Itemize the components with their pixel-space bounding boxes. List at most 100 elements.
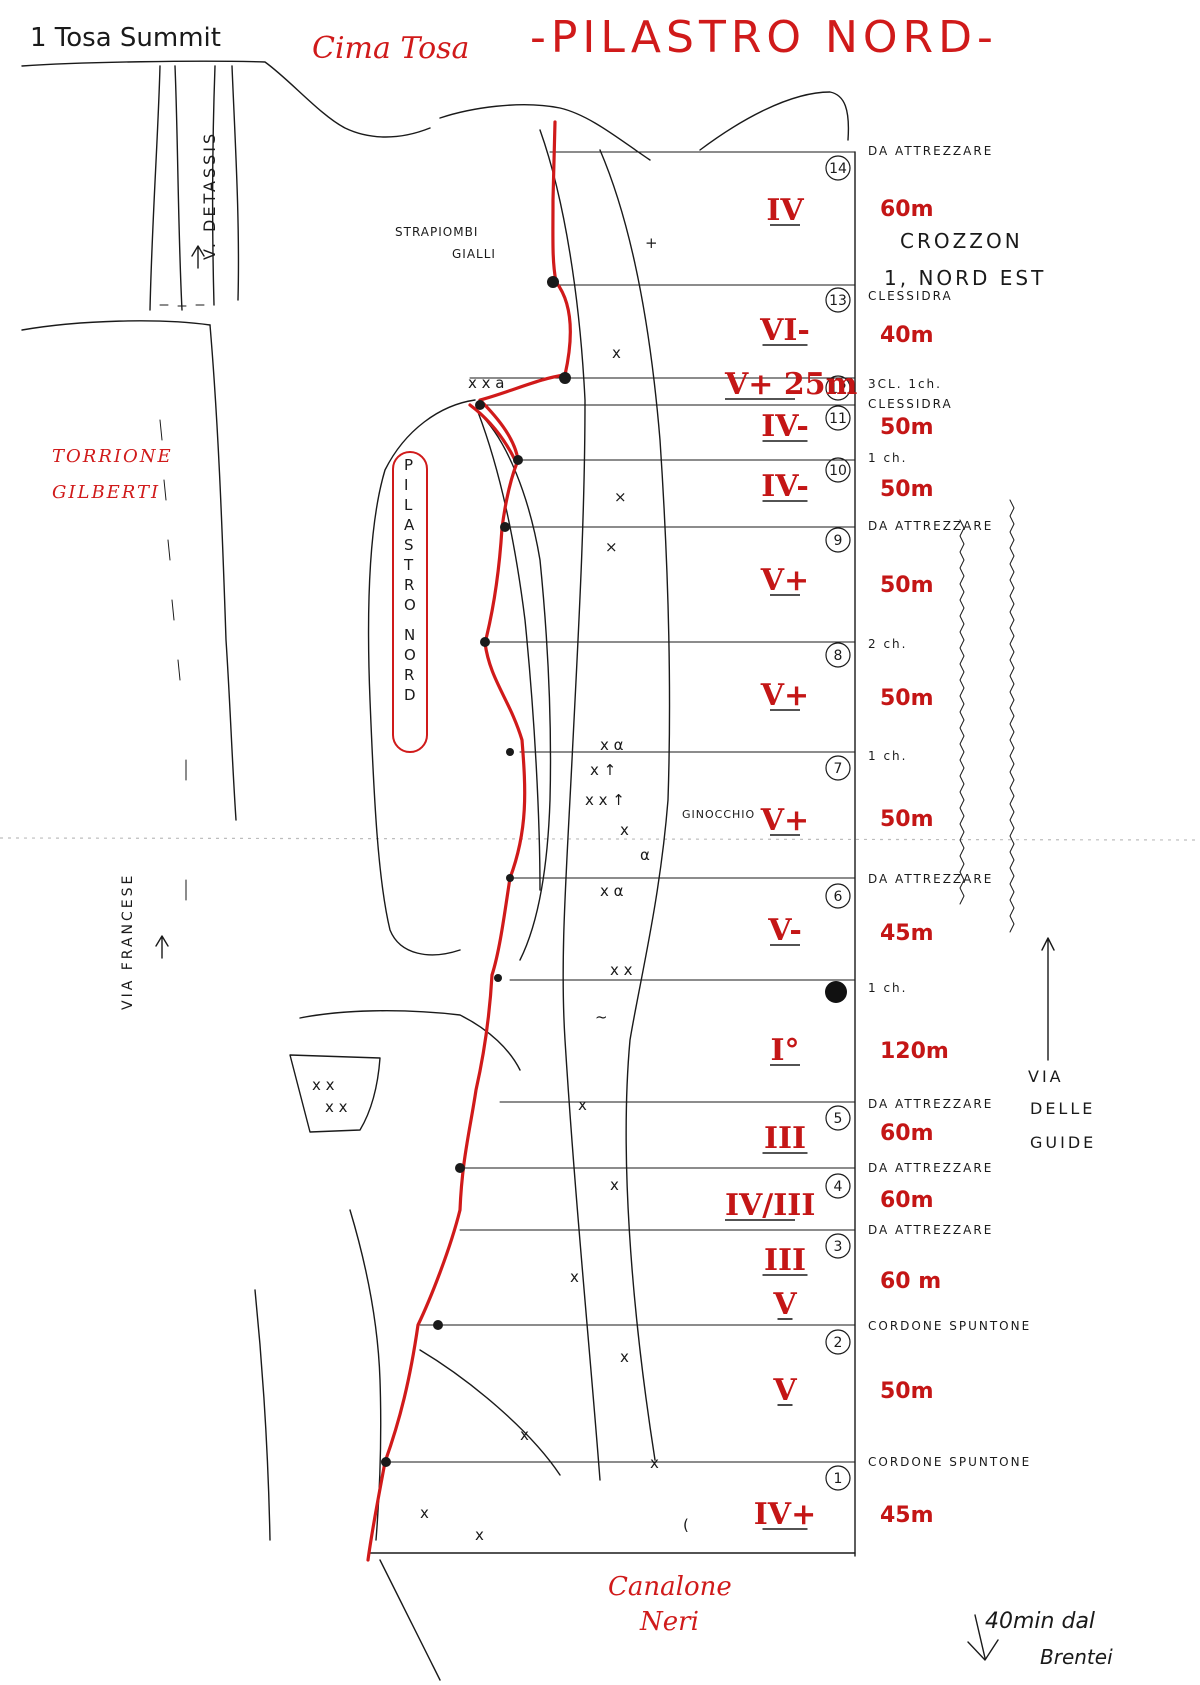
- pitch-number: 11: [829, 411, 847, 427]
- pitch-number-9: 9: [825, 527, 851, 553]
- snow-ledge-outline: [299, 1010, 521, 1071]
- pitch-number-circle: [825, 457, 851, 483]
- pitch-dividers: [384, 151, 856, 1463]
- pitch-number-7: 7: [825, 755, 851, 781]
- canalone-label-2: Neri: [639, 1607, 699, 1637]
- lower-left-wall: [349, 1209, 382, 1541]
- lower-rock-curve: [419, 1349, 561, 1476]
- pitch-number: 3: [834, 1239, 843, 1255]
- pitch-number-3: 3: [825, 1233, 851, 1259]
- via-francese-dashes: [159, 419, 187, 901]
- pitch-length: 50m: [880, 415, 934, 440]
- pitch-length: 60m: [880, 1188, 934, 1213]
- pilastro-outline-inner: [477, 411, 552, 961]
- route-line: [366, 120, 572, 1562]
- pitch-belay-note: DA ATTREZZARE: [868, 872, 993, 886]
- crozzon-summit-outline: [699, 91, 850, 151]
- pitch-number-circle: [825, 287, 851, 313]
- pitch-belay-note: CORDONE SPUNTONE: [868, 1455, 1031, 1469]
- terrain-mark: x x a: [468, 374, 504, 392]
- pitch-length: 60m: [880, 1121, 934, 1146]
- crozzon-label-2: 1, NORD EST: [884, 266, 1046, 290]
- left-wall-top: [21, 320, 211, 331]
- rock-block-marks-2: x x: [325, 1098, 348, 1116]
- pitch-belay-note: DA ATTREZZARE: [868, 1223, 993, 1237]
- pilastro-label-box: [392, 451, 428, 753]
- pitch-belay-note: DA ATTREZZARE: [868, 519, 993, 533]
- detassis-gully-right2: [231, 65, 240, 301]
- pitch-grade: III: [764, 1121, 806, 1156]
- route-pillar-traverse: [468, 403, 517, 462]
- pitch-length: 60m: [880, 197, 934, 222]
- via-francese-label: VIA FRANCESE: [120, 873, 136, 1010]
- lower-left-wall-2: [254, 1289, 271, 1541]
- pitch-belay-note: 3CL. 1ch.: [868, 377, 942, 391]
- pitch-number-circle: [825, 527, 851, 553]
- pitch-number-circle: [825, 375, 851, 401]
- belay-markers: [381, 276, 571, 1467]
- belay-dot: [475, 400, 485, 410]
- pitch-number-circle: [825, 755, 851, 781]
- terrain-mark: x ↑: [590, 761, 616, 779]
- pitch-grade: V: [772, 1287, 797, 1322]
- terrain-mark: ×: [605, 538, 618, 556]
- terrain-mark: x: [578, 1096, 587, 1114]
- summit-label: 1 Tosa Summit: [30, 23, 221, 53]
- belay-dot: [513, 455, 523, 465]
- terrain-mark: (: [683, 1516, 689, 1534]
- detassis-arrow: [191, 245, 205, 269]
- approach-label-1: 40min dal: [985, 1609, 1095, 1634]
- pitch-number: 12: [829, 381, 847, 397]
- pitch-marker-filled: [825, 981, 847, 1003]
- terrain-marks: + x × × x α x ↑ x x ↑ x α x α x x ~ x x …: [420, 234, 689, 1544]
- pitch-grade: V+: [760, 803, 809, 838]
- torrione-label-2: GILBERTI: [52, 482, 160, 503]
- central-gully-left: [539, 129, 601, 1481]
- pitch-number: 5: [834, 1111, 843, 1127]
- pitch-number: 14: [829, 161, 847, 177]
- rock-block-marks: x x: [312, 1076, 335, 1094]
- pitch-length: 45m: [880, 1503, 934, 1528]
- pitch-number-14: 14: [825, 155, 851, 181]
- pitch-number-5: 5: [825, 1105, 851, 1131]
- belay-dot: [455, 1163, 465, 1173]
- pitch-length: 40m: [880, 323, 934, 348]
- detassis-dashes: [159, 304, 205, 307]
- terrain-mark: α: [640, 846, 650, 864]
- pitch-belay-note: 1 ch.: [868, 749, 907, 763]
- belay-dot: [480, 637, 490, 647]
- pitch-number-4: 4: [825, 1173, 851, 1199]
- belay-dot: [559, 372, 571, 384]
- terrain-mark: x: [650, 1454, 659, 1472]
- central-gully-right: [599, 149, 671, 1461]
- pitch-length: 120m: [880, 1039, 949, 1064]
- terrain-mark: x x ↑: [585, 791, 625, 809]
- via-guide-label-1: VIA: [1028, 1067, 1064, 1086]
- belay-dot: [433, 1320, 443, 1330]
- detassis-gully-right: [211, 65, 216, 306]
- pitch-grade: V+: [760, 563, 809, 598]
- belay-dot: [381, 1457, 391, 1467]
- pitch-belay-note: CLESSIDRA: [868, 397, 953, 411]
- terrain-mark: x: [475, 1526, 484, 1544]
- terrain-mark: +: [645, 234, 658, 252]
- terrain-mark: x α: [600, 882, 624, 900]
- terrain-mark: x: [612, 344, 621, 362]
- left-wall-edge: [209, 324, 237, 821]
- pitch-length: 50m: [880, 573, 934, 598]
- pitch-grade: I°: [770, 1033, 799, 1068]
- pitch-number-10: 10: [825, 457, 851, 483]
- pitch-grade: IV/III: [725, 1188, 815, 1223]
- pitch-grade: IV+: [754, 1497, 816, 1532]
- pitch-number-circle: [825, 1329, 851, 1355]
- approach-arrow: [967, 1614, 999, 1661]
- pitch-number: 6: [834, 889, 843, 905]
- pitch-number-circle: [825, 1233, 851, 1259]
- pitch-belay-note: DA ATTREZZARE: [868, 144, 993, 158]
- pitch-length: 60 m: [880, 1269, 941, 1294]
- pitch-number: 1: [834, 1471, 843, 1487]
- pitch-number-circle: [825, 642, 851, 668]
- terrain-mark: x α: [600, 736, 624, 754]
- pitch-number: 8: [834, 648, 843, 664]
